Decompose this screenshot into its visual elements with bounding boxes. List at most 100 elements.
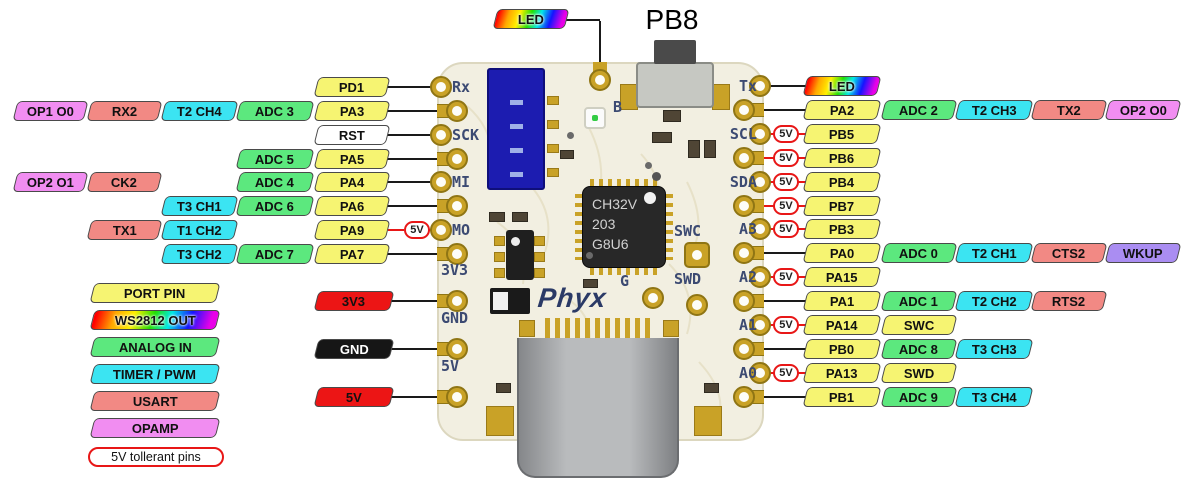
power-label-GND: GND bbox=[313, 339, 395, 359]
function-badge-ADC-6: ADC 6 bbox=[235, 196, 315, 216]
pad-hole bbox=[739, 201, 749, 211]
header-pin-mark bbox=[510, 172, 523, 177]
badge-label: SWC bbox=[903, 317, 935, 333]
badge-label: ADC 7 bbox=[255, 246, 295, 262]
badge-label: T2 CH1 bbox=[971, 245, 1017, 261]
badge-label: 3V3 bbox=[342, 293, 366, 309]
connector-line bbox=[390, 300, 452, 302]
pad-hole bbox=[755, 129, 765, 139]
function-badge-WKUP: WKUP bbox=[1104, 243, 1182, 263]
connector-line bbox=[798, 181, 806, 183]
chip-marking-line1: CH32V bbox=[592, 196, 638, 212]
function-badge-T3-CH1: T3 CH1 bbox=[160, 196, 239, 216]
function-badge-SWD: SWD bbox=[880, 363, 958, 383]
connector-line bbox=[387, 253, 447, 255]
sot-pad bbox=[534, 252, 545, 262]
header-pin-mark bbox=[510, 148, 523, 153]
badge-label: PB3 bbox=[829, 221, 855, 237]
pin-label-PB4: PB4 bbox=[802, 172, 882, 192]
function-badge-TX2: TX2 bbox=[1030, 100, 1108, 120]
badge-label: ADC 8 bbox=[899, 341, 939, 357]
function-badge-SWC: SWC bbox=[880, 315, 958, 335]
power-label-5V: 5V bbox=[313, 387, 395, 407]
badge-label: OP2 O1 bbox=[27, 174, 74, 190]
badge-label: RST bbox=[339, 127, 365, 143]
5v-tolerant-badge: 5V bbox=[773, 197, 799, 215]
badge-label: ADC 4 bbox=[255, 174, 295, 190]
pin-label-PA9: PA9 bbox=[313, 220, 391, 240]
function-badge-ADC-0: ADC 0 bbox=[880, 243, 958, 263]
pin-label-PA14: PA14 bbox=[802, 315, 882, 335]
pin-label-PA0: PA0 bbox=[802, 243, 882, 263]
badge-label: ADC 6 bbox=[255, 198, 295, 214]
pad-hole bbox=[452, 106, 462, 116]
sot-pad bbox=[494, 236, 505, 246]
function-badge-OP1-O0: OP1 O0 bbox=[12, 101, 89, 121]
connector-line bbox=[387, 134, 447, 136]
function-badge-T2-CH4: T2 CH4 bbox=[160, 101, 239, 121]
via-dot bbox=[567, 132, 574, 139]
badge-label: LED bbox=[518, 11, 544, 27]
pad-hole bbox=[436, 177, 446, 187]
smd-component bbox=[560, 150, 574, 159]
function-badge-T3-CH3: T3 CH3 bbox=[954, 339, 1034, 359]
5v-tolerant-badge: 5V bbox=[773, 316, 799, 334]
pin-label-PA13: PA13 bbox=[802, 363, 882, 383]
pad-hole bbox=[692, 250, 702, 260]
chip-pins-bottom bbox=[590, 268, 658, 275]
pad-hole bbox=[739, 248, 749, 258]
badge-label: OPAMP bbox=[131, 420, 179, 436]
pin-label-PD1: PD1 bbox=[313, 77, 391, 97]
badge-label: TX1 bbox=[112, 222, 137, 238]
function-badge-T2-CH2: T2 CH2 bbox=[954, 291, 1034, 311]
silkscreen-MO: MO bbox=[452, 221, 471, 239]
pad-hole bbox=[436, 225, 446, 235]
smd-component bbox=[652, 132, 672, 143]
pad-hole bbox=[595, 75, 605, 85]
badge-label: PB7 bbox=[829, 198, 855, 214]
5v-tolerant-badge: 5V bbox=[773, 220, 799, 238]
badge-label: PA2 bbox=[829, 102, 855, 118]
sot-pad bbox=[534, 236, 545, 246]
silkscreen-B: B bbox=[613, 98, 623, 116]
silkscreen-5V: 5V bbox=[441, 357, 460, 375]
function-badge-CTS2: CTS2 bbox=[1030, 243, 1108, 263]
badge-label: PA5 bbox=[339, 151, 365, 167]
connector-line bbox=[387, 205, 447, 207]
pin-label-PA2: PA2 bbox=[802, 100, 882, 120]
sot-pad bbox=[494, 268, 505, 278]
silkscreen-A0: A0 bbox=[738, 364, 757, 382]
pad-hole bbox=[452, 296, 462, 306]
pad-hole bbox=[452, 249, 462, 259]
legend-item-timer-pwm: TIMER / PWM bbox=[89, 364, 221, 384]
pin-label-LED: LED bbox=[802, 76, 882, 96]
badge-label: SWD bbox=[903, 365, 935, 381]
pin-label-PA6: PA6 bbox=[313, 196, 391, 216]
silkscreen-A2: A2 bbox=[738, 268, 757, 286]
function-badge-T2-CH1: T2 CH1 bbox=[954, 243, 1034, 263]
badge-label: TIMER / PWM bbox=[113, 366, 197, 382]
power-label-3V3: 3V3 bbox=[313, 291, 395, 311]
mount-pad bbox=[694, 406, 722, 436]
pad-hole bbox=[452, 344, 462, 354]
legend-item-usart: USART bbox=[89, 391, 221, 411]
function-badge-T3-CH4: T3 CH4 bbox=[954, 387, 1034, 407]
pad-hole bbox=[755, 320, 765, 330]
badge-label: PB6 bbox=[829, 150, 855, 166]
legend-item-port-pin: PORT PIN bbox=[89, 283, 221, 303]
pad-hole bbox=[755, 81, 765, 91]
pad-hole bbox=[452, 201, 462, 211]
pad-hole bbox=[452, 154, 462, 164]
smd-component bbox=[688, 140, 700, 158]
badge-label: OP1 O0 bbox=[27, 103, 74, 119]
connector-line bbox=[760, 109, 806, 111]
header-pin-mark bbox=[510, 124, 523, 129]
badge-label: 5V bbox=[346, 389, 362, 405]
pad-hole bbox=[739, 392, 749, 402]
chip-marking-line3: G8U6 bbox=[592, 236, 629, 252]
silkscreen-A3: A3 bbox=[738, 220, 757, 238]
pad-hole bbox=[755, 272, 765, 282]
mount-pad bbox=[486, 406, 514, 436]
badge-label: T2 CH2 bbox=[971, 293, 1017, 309]
function-badge-RTS2: RTS2 bbox=[1030, 291, 1108, 311]
